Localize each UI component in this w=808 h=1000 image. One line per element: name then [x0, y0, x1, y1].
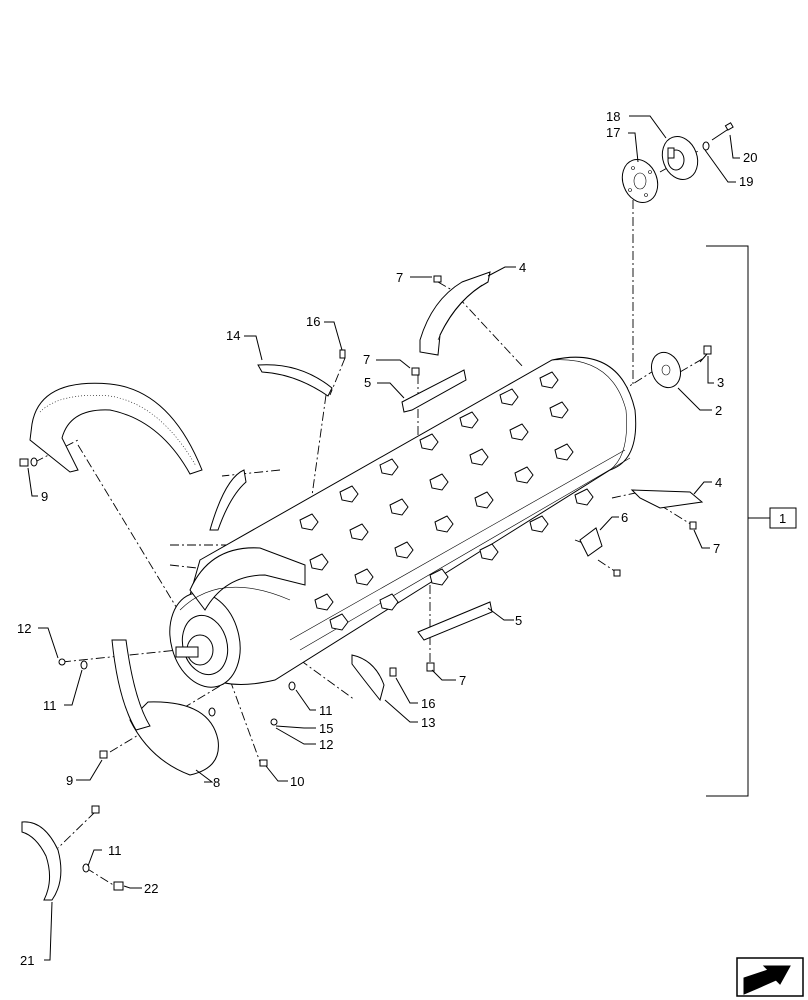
- scraper-plate-5-upper: [401, 369, 467, 413]
- callout-1: 1: [779, 511, 786, 526]
- bearing-housing: [661, 136, 699, 180]
- bolt-16-lower: [389, 667, 397, 677]
- callout-21: 21: [20, 953, 34, 968]
- bolt-3: [699, 345, 712, 363]
- callout-5-lower: 5: [515, 613, 522, 628]
- callout-11-bottom: 11: [108, 843, 122, 858]
- callout-4-top: 4: [519, 260, 526, 275]
- callout-16-lower: 16: [421, 696, 435, 711]
- hood-shield: [29, 382, 203, 475]
- assembly-bracket: [706, 245, 770, 797]
- wear-bracket-4-right: [630, 489, 704, 509]
- callout-10: 10: [290, 774, 304, 789]
- rotor-drum: [169, 356, 637, 688]
- callout-2: 2: [715, 403, 722, 418]
- bearing-flange-plate: [621, 159, 659, 203]
- callout-9-lower: 9: [66, 773, 73, 788]
- washer-11-bottom: [82, 863, 90, 873]
- callout-11-mid: 11: [319, 703, 333, 718]
- bolt-9-upper: [19, 457, 38, 467]
- callout-14: 14: [226, 328, 240, 343]
- callout-6: 6: [621, 510, 628, 525]
- callout-19: 19: [739, 174, 753, 189]
- callout-labels: 18 17 20 19 7 4 14 16 7 5 3 2 9 4 1 6 7 …: [17, 109, 797, 968]
- leader-lines: [27, 115, 740, 961]
- callout-7-lower: 7: [459, 673, 466, 688]
- callout-17: 17: [606, 125, 620, 140]
- bolt-21-top: [91, 805, 100, 814]
- bolt-9-lower: [99, 750, 108, 759]
- callout-5-top: 5: [364, 375, 371, 390]
- washer-11-left: [80, 660, 88, 670]
- callout-7-mid: 7: [363, 352, 370, 367]
- bolt-7-lower: [426, 662, 435, 672]
- bolt-16-upper: [339, 349, 346, 359]
- nut-22: [113, 881, 124, 891]
- callout-22: 22: [144, 881, 158, 896]
- end-cover-8: [111, 639, 219, 776]
- callout-11-left: 11: [43, 698, 57, 713]
- bolt-7-mid: [411, 367, 420, 376]
- bolt-6: [613, 569, 621, 577]
- callout-12-left: 12: [17, 621, 31, 636]
- callout-9-top: 9: [41, 489, 48, 504]
- callout-18: 18: [606, 109, 620, 124]
- shield-21: [21, 821, 62, 901]
- end-shield: [209, 469, 247, 531]
- callout-7-top: 7: [396, 270, 403, 285]
- bolt-7-upper: [433, 275, 442, 283]
- wear-bracket-4-upper: [419, 271, 491, 356]
- callout-1-box: 1: [769, 507, 797, 529]
- callout-16-top: 16: [306, 314, 320, 329]
- callout-13: 13: [421, 715, 435, 730]
- deflector-13: [351, 654, 385, 702]
- flange-plate-2: [650, 351, 682, 389]
- callout-20: 20: [743, 150, 757, 165]
- callout-7-right: 7: [713, 541, 720, 556]
- rotor-teeth: [299, 371, 594, 631]
- callout-3: 3: [717, 375, 724, 390]
- callout-4-right: 4: [715, 475, 722, 490]
- callout-15: 15: [319, 721, 333, 736]
- callout-8: 8: [213, 775, 220, 790]
- scraper-plate-5-lower: [417, 601, 493, 641]
- tooth-holder-6: [579, 527, 603, 557]
- bolt-20: [702, 122, 734, 151]
- next-page-arrow-icon[interactable]: [736, 957, 804, 997]
- small-hardware: [208, 681, 296, 767]
- deflector-strip-14: [257, 364, 333, 397]
- bolt-7-right: [689, 521, 697, 530]
- callout-12-mid: 12: [319, 737, 333, 752]
- nut-12-left: [58, 658, 66, 666]
